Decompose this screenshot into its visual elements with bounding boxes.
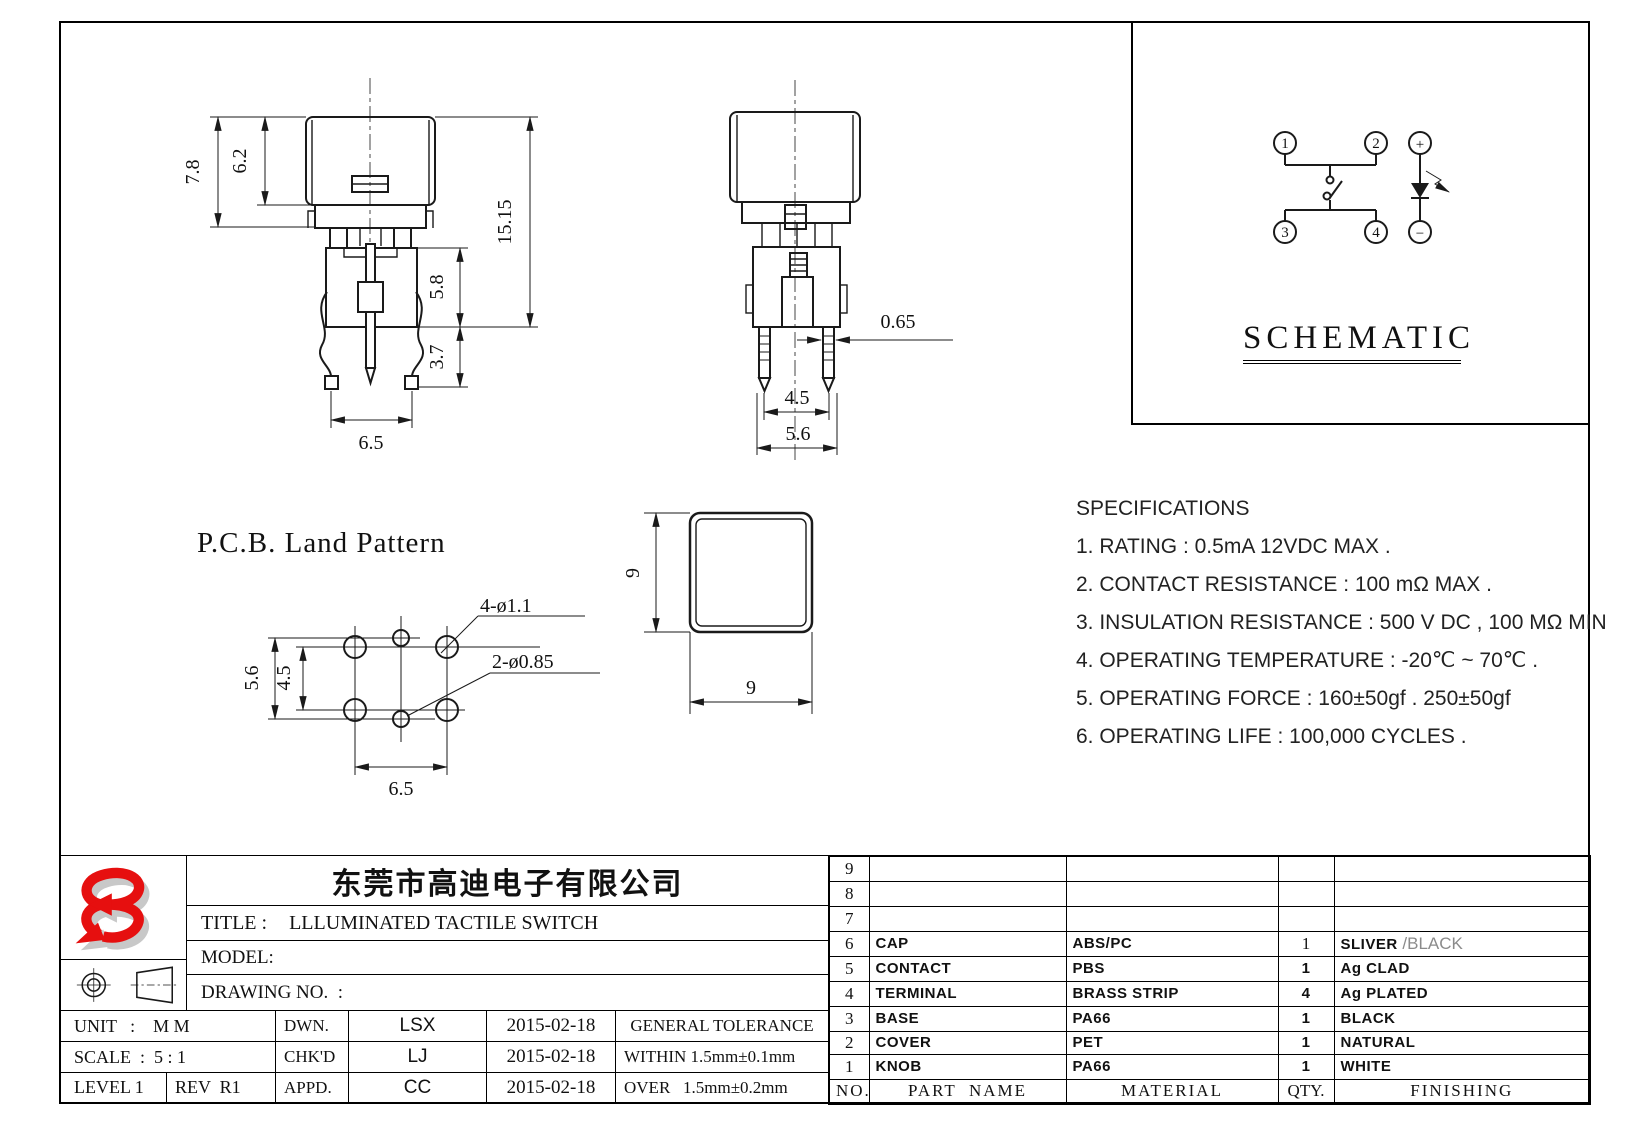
level-cell: LEVEL 1 [59,1072,167,1103]
rev-cell: REV R1 [166,1072,276,1103]
dim-base-width: 6.5 [359,432,384,454]
pin-3: 3 [1281,225,1289,241]
pin-4: 4 [1372,225,1380,241]
table-row: 8 [828,880,1591,907]
dim-cap-top-height: 9 [622,568,644,578]
chkd-name-cell: LJ [348,1041,487,1073]
tolerance-within-cell: WITHIN 1.5mm±0.1mm [615,1041,829,1073]
table-row: 7 [828,905,1591,932]
pcb-land-pattern: 4-ø1.1 2-ø0.85 5.6 4.5 6.5 [241,595,600,800]
spec-operating-force: 5. OPERATING FORCE : 160±50gf . 250±50gf [1076,687,1511,710]
appd-label-cell: APPD. [275,1072,349,1103]
title-label: TITLE : [201,911,268,934]
title-row: TITLE : LLLUMINATED TACTILE SWITCH [186,905,829,941]
schematic-heading: SCHEMATIC [1243,320,1470,364]
label-center-holes: 2-ø0.85 [492,651,554,673]
table-row: 9 [828,855,1591,882]
specifications-title: SPECIFICATIONS [1076,497,1250,520]
footer-qty: QTY. [1277,1078,1335,1105]
dwn-name-cell: LSX [348,1010,487,1042]
tolerance-title-cell: GENERAL TOLERANCE [615,1010,829,1042]
appd-date-cell: 2015-02-18 [486,1072,616,1103]
land-pattern-heading: P.C.B. Land Pattern [197,527,446,559]
company-logo [75,867,150,950]
finishing-secondary: /BLACK [1397,933,1463,953]
logo-cell [59,855,187,960]
table-row: 3 BASE PA66 1 BLACK [828,1005,1591,1032]
unit-cell: UNIT : M M [59,1010,276,1042]
parts-table-footer: NO. PART NAME MATERIAL QTY. FINISHING [828,1078,1591,1105]
drawing-frame [59,21,1590,1104]
dim-pad-col-pitch: 6.5 [389,778,414,800]
dim-cap-inner-height: 6.2 [229,149,251,174]
pin-2: 2 [1372,136,1380,152]
led-symbol [1411,154,1450,221]
tolerance-over-cell: OVER 1.5mm±0.2mm [615,1072,829,1103]
corner-pads [338,630,464,727]
finishing-primary: SLIVER [1340,935,1398,953]
spring-leg-left [319,291,332,379]
spec-rating: 1. RATING : 0.5mA 12VDC MAX . [1076,535,1391,558]
switch-blade [1328,180,1343,200]
company-name: 东莞市高迪电子有限公司 [186,855,829,906]
led-pads [392,629,410,728]
chkd-label-cell: CHK'D [275,1041,349,1073]
dim-pad-outer-pitch: 5.6 [241,666,263,691]
dim-body-width: 5.6 [786,423,811,445]
table-row: 6 CAP ABS/PC 1 SLIVER /BLACK [828,930,1591,957]
switch-contact-upper [1325,175,1335,185]
dim-pad-inner-pitch: 4.5 [273,666,295,691]
footer-no: NO. [828,1078,870,1105]
label-corner-holes: 4-ø1.1 [480,595,532,617]
dim-cap-outer-height: 7.8 [182,160,204,185]
side-view: 0.65 4.5 5.6 [729,80,953,460]
spec-operating-life: 6. OPERATING LIFE : 100,000 CYCLES . [1076,725,1467,748]
model-row: MODEL: [186,940,829,975]
dim-pin-pitch: 4.5 [785,387,810,409]
dwn-label-cell: DWN. [275,1010,349,1042]
title-value: LLLUMINATED TACTILE SWITCH [289,911,599,934]
schematic-circuit: 1 2 3 4 + − [1273,131,1450,244]
spring-leg-right [411,291,424,379]
chkd-date-cell: 2015-02-18 [486,1041,616,1073]
footer-material: MATERIAL [1065,1078,1279,1105]
dwn-date-cell: 2015-02-18 [486,1010,616,1042]
table-row: 2 COVER PET 1 NATURAL [828,1030,1591,1055]
logo-arrowhead-small [89,892,112,916]
light-emission-arrow [1425,170,1450,193]
scale-cell: SCALE : 5 : 1 [59,1041,276,1073]
schematic-box [1131,23,1590,425]
pin-1: 1 [1281,136,1289,152]
dim-base-height: 5.8 [426,275,448,300]
dim-leg-height: 3.7 [426,345,448,370]
drawing-no-row: DRAWING NO. : [186,974,829,1011]
dim-total-height: 15.15 [494,200,516,245]
first-angle-projection-icon [76,966,179,1004]
top-view: 9 9 [622,511,814,714]
footer-finishing: FINISHING [1333,1078,1591,1105]
table-row: 5 CONTACT PBS 1 Ag CLAD [828,955,1591,982]
table-row: 4 TERMINAL BRASS STRIP 4 Ag PLATED [828,980,1591,1007]
logo-arrowhead-large [75,922,105,943]
dim-terminal-thickness: 0.65 [881,311,916,333]
projection-symbol-cell [59,959,187,1011]
led-anode-plus: + [1416,137,1424,153]
footer-part-name: PART NAME [868,1078,1067,1105]
spec-insulation-resistance: 3. INSULATION RESISTANCE : 500 V DC , 10… [1076,611,1607,634]
specifications-block: SPECIFICATIONS 1. RATING : 0.5mA 12VDC M… [1076,490,1607,756]
terminal-pins [757,326,836,394]
spec-operating-temperature: 4. OPERATING TEMPERATURE : -20℃ ~ 70℃ . [1076,649,1539,672]
spec-contact-resistance: 2. CONTACT RESISTANCE : 100 mΩ MAX . [1076,573,1492,596]
led-cathode-minus: − [1416,226,1424,242]
dim-cap-top-width: 9 [746,677,756,699]
table-row: 1 KNOB PA66 1 WHITE [828,1053,1591,1080]
front-view: 7.8 6.2 15.15 5.8 3.7 6.5 [182,78,538,454]
appd-name-cell: CC [348,1072,487,1103]
row-no: 9 [828,855,870,882]
parts-table: 9 8 7 6 CAP ABS/PC 1 SLIVER /BLACK [828,855,1591,1105]
